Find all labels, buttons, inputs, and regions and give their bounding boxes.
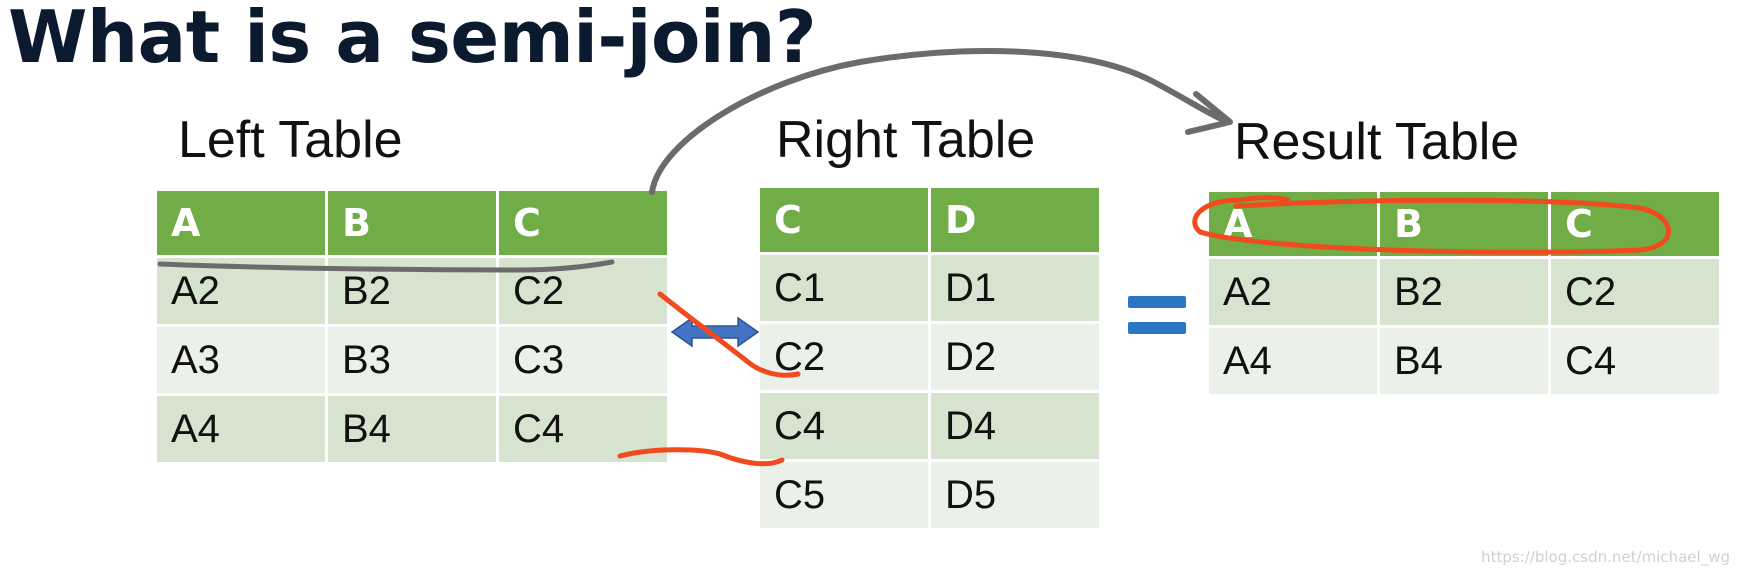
result-table-header-b: B [1380, 192, 1548, 256]
double-arrow-icon [670, 316, 760, 348]
slide-title: What is a semi-join? [8, 0, 817, 79]
result-table-header-c: C [1551, 192, 1719, 256]
table-cell: B4 [1380, 328, 1548, 394]
table-cell: C3 [499, 327, 667, 393]
table-row: C2 D2 [760, 324, 1099, 390]
left-table-header-row: A B C [157, 191, 667, 255]
table-cell: C1 [760, 255, 928, 321]
table-cell: D5 [931, 462, 1099, 528]
result-table: A B C A2 B2 C2 A4 B4 C4 [1206, 189, 1722, 397]
table-cell: D4 [931, 393, 1099, 459]
right-table-header-row: C D [760, 188, 1099, 252]
table-cell: C4 [499, 396, 667, 462]
table-row: A4 B4 C4 [157, 396, 667, 462]
table-row: A4 B4 C4 [1209, 328, 1719, 394]
table-cell: A4 [1209, 328, 1377, 394]
table-cell: D2 [931, 324, 1099, 390]
table-row: C5 D5 [760, 462, 1099, 528]
left-table-header-c: C [499, 191, 667, 255]
table-cell: A3 [157, 327, 325, 393]
right-table-header-c: C [760, 188, 928, 252]
left-table-header-a: A [157, 191, 325, 255]
table-row: A2 B2 C2 [157, 258, 667, 324]
table-cell: C2 [499, 258, 667, 324]
table-row: C4 D4 [760, 393, 1099, 459]
left-table-header-b: B [328, 191, 496, 255]
table-cell: B4 [328, 396, 496, 462]
table-cell: A2 [1209, 259, 1377, 325]
watermark: https://blog.csdn.net/michael_wg [1481, 548, 1730, 566]
left-table-title: Left Table [178, 111, 403, 169]
result-table-title: Result Table [1234, 113, 1520, 171]
table-cell: A4 [157, 396, 325, 462]
right-table: C D C1 D1 C2 D2 C4 D4 C5 D5 [757, 185, 1102, 531]
equals-icon [1128, 296, 1186, 336]
right-table-title: Right Table [776, 111, 1036, 169]
table-cell: B2 [1380, 259, 1548, 325]
table-cell: A2 [157, 258, 325, 324]
table-cell: C5 [760, 462, 928, 528]
result-table-header-row: A B C [1209, 192, 1719, 256]
table-cell: B3 [328, 327, 496, 393]
table-cell: D1 [931, 255, 1099, 321]
table-cell: C4 [760, 393, 928, 459]
table-cell: C2 [1551, 259, 1719, 325]
result-table-header-a: A [1209, 192, 1377, 256]
table-row: A3 B3 C3 [157, 327, 667, 393]
left-table: A B C A2 B2 C2 A3 B3 C3 A4 B4 C4 [154, 188, 670, 465]
table-cell: B2 [328, 258, 496, 324]
table-row: C1 D1 [760, 255, 1099, 321]
table-cell: C4 [1551, 328, 1719, 394]
table-row: A2 B2 C2 [1209, 259, 1719, 325]
table-cell: C2 [760, 324, 928, 390]
right-table-header-d: D [931, 188, 1099, 252]
